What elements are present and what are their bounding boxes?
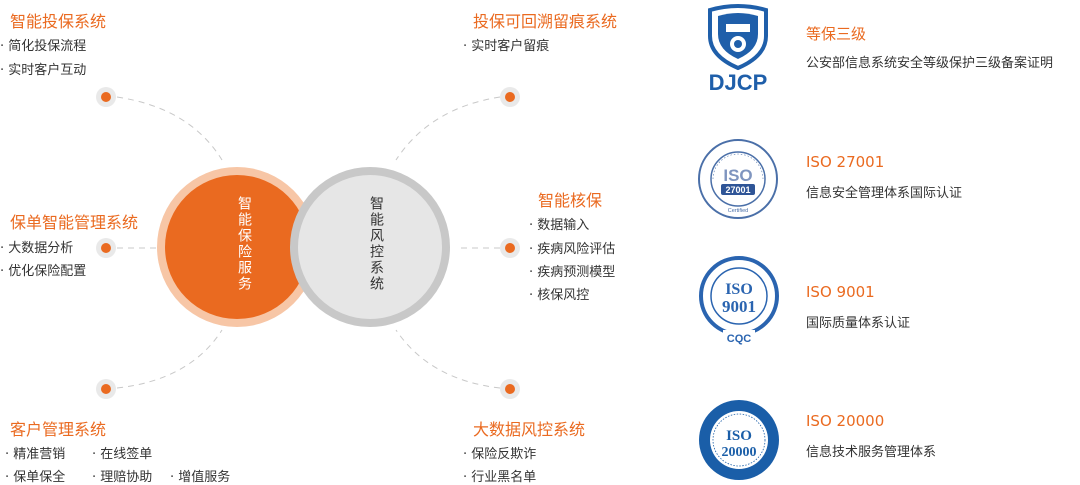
cert-desc-iso27001: 信息安全管理体系国际认证 [806, 186, 963, 201]
system-title-big-data-risk: 大数据风控系统 [473, 420, 586, 439]
iso9001-logo-sub: CQC [727, 333, 752, 345]
iso27001-logo-num: 27001 [725, 185, 750, 195]
system-item: · 理赔协助 [92, 470, 153, 485]
iso9001-logo-num: 9001 [722, 297, 756, 316]
cert-title-djcp: 等保三级 [806, 25, 867, 43]
node-dot-ml [96, 238, 116, 258]
node-dot-bl [96, 379, 116, 399]
iso27001-seal-icon: ISO 27001 Certified [698, 139, 778, 219]
cert-desc-djcp: 公安部信息系统安全等级保护三级备案证明 [806, 56, 1054, 71]
system-item: · 核保风控 [529, 288, 590, 303]
system-item: · 在线签单 [92, 447, 153, 462]
system-item: · 保单保全 [5, 470, 66, 485]
djcp-logo-text: DJCP [709, 70, 768, 94]
node-dot-tl [96, 87, 116, 107]
system-item: · 保险反欺诈 [463, 447, 537, 462]
iso27001-logo-sub: Certified [728, 208, 748, 214]
cert-title-iso27001: ISO 27001 [806, 153, 885, 171]
system-item: · 精准营销 [5, 447, 66, 462]
iso27001-logo-text: ISO [723, 166, 752, 185]
system-item: · 优化保险配置 [0, 264, 87, 279]
system-item: · 疾病预测模型 [529, 265, 616, 280]
system-item: · 实时客户互动 [0, 63, 87, 78]
system-item: · 大数据分析 [0, 241, 74, 256]
system-item: · 增值服务 [170, 470, 231, 485]
system-title-traceable-record: 投保可回溯留痕系统 [473, 12, 618, 31]
system-item: · 行业黑名单 [463, 470, 537, 485]
risk-control-circle-inner [298, 175, 442, 319]
node-dot-tr [500, 87, 520, 107]
system-item: · 数据输入 [529, 218, 590, 233]
system-item: · 简化投保流程 [0, 39, 87, 54]
system-title-smart-underwriting-entry: 智能投保系统 [10, 12, 107, 31]
iso20000-logo-text: ISO [726, 428, 752, 444]
cert-title-iso9001: ISO 9001 [806, 283, 875, 301]
insurance-service-circle-inner [165, 175, 309, 319]
iso9001-logo-text: ISO [725, 281, 753, 298]
cert-desc-iso9001: 国际质量体系认证 [806, 316, 911, 331]
iso20000-seal-icon: ISO 20000 [699, 400, 779, 480]
cert-title-iso20000: ISO 20000 [806, 412, 885, 430]
node-dot-br [500, 379, 520, 399]
iso20000-logo-num: 20000 [722, 445, 757, 460]
system-title-policy-management: 保单智能管理系统 [10, 213, 139, 232]
risk-control-label: 智能风控系统 [368, 196, 384, 292]
cert-desc-iso20000: 信息技术服务管理体系 [806, 445, 937, 460]
system-title-customer-management: 客户管理系统 [10, 420, 107, 439]
system-title-smart-underwriting: 智能核保 [538, 191, 603, 210]
node-dot-mr [500, 238, 520, 258]
system-item: · 实时客户留痕 [463, 39, 550, 54]
djcp-shield-icon: DJCP [708, 4, 768, 94]
iso9001-seal-icon: ISO 9001 CQC [699, 256, 779, 345]
system-item: · 疾病风险评估 [529, 242, 616, 257]
connector-lines [116, 96, 501, 389]
insurance-service-label: 智能保险服务 [236, 196, 252, 292]
